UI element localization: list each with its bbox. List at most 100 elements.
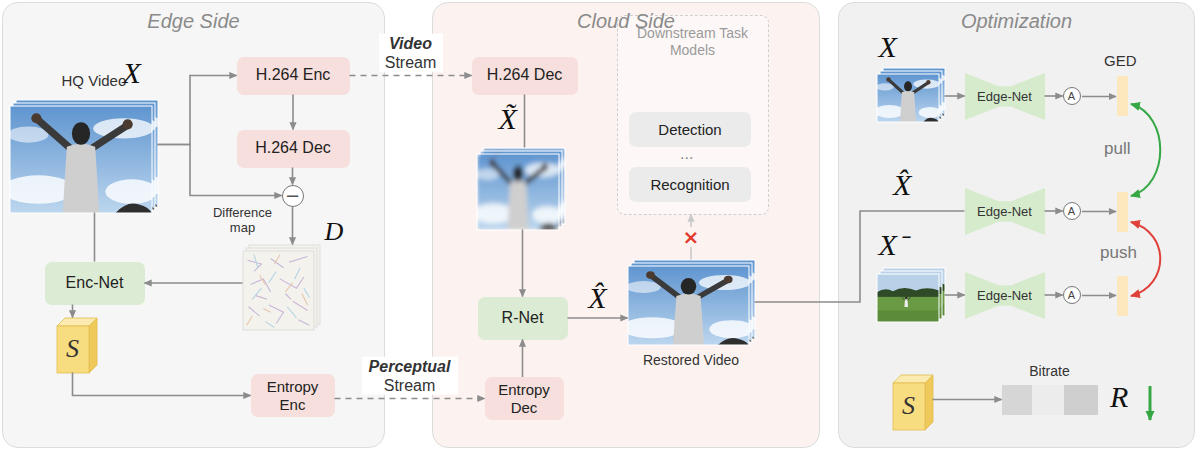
- text-holder: Entropy Enc: [256, 378, 330, 413]
- label-holder: GED: [1104, 52, 1137, 69]
- text-holder: −: [285, 187, 300, 205]
- frame-edge: [877, 74, 939, 122]
- operator-circle: −: [282, 185, 304, 207]
- art-use: [877, 274, 939, 322]
- video-frame: [621, 266, 754, 345]
- embedding-bar: [1117, 76, 1128, 116]
- cube-side: [925, 375, 933, 430]
- flow-arrow: [524, 95, 526, 148]
- frame-edge: [877, 274, 939, 322]
- pool-arrow: [1082, 295, 1116, 297]
- process-box: Entropy Dec: [485, 377, 564, 420]
- text-holder: Edge-Net: [977, 205, 1032, 218]
- process-box: Recognition: [629, 167, 751, 202]
- process-box: Enc-Net: [45, 262, 145, 305]
- network-label: Edge-Net: [977, 205, 1032, 218]
- panel-title: Optimization: [839, 3, 1194, 33]
- task-group: Downstream Task ModelsDetectionRecogniti…: [617, 15, 769, 215]
- feature-cube: S: [57, 318, 97, 373]
- text-holder: Optimization: [839, 3, 1194, 33]
- flow-arrow: [94, 213, 96, 262]
- free-label: R: [1110, 380, 1128, 413]
- text-holder: R-Net: [502, 309, 544, 327]
- flow-arrow: [568, 317, 628, 319]
- bowtie-shape: [965, 272, 1045, 319]
- text-holder: Cloud Side: [433, 3, 819, 33]
- bar-segment: [1032, 385, 1064, 415]
- operator-symbol: −: [285, 187, 300, 205]
- operator-circle: A: [1063, 202, 1081, 220]
- field-frame: [877, 274, 939, 322]
- frame-edge: [243, 251, 314, 330]
- frame-edge: [628, 266, 749, 345]
- edge-label: Perceptual Stream: [362, 356, 458, 394]
- text-holder: Edge Side: [3, 3, 384, 33]
- box-label: Detection: [658, 121, 721, 138]
- flow-arrow: [933, 399, 1002, 401]
- text-holder: H.264 Dec: [487, 66, 563, 84]
- label-holder: push: [1100, 244, 1137, 263]
- flow-arrow: [145, 282, 243, 284]
- text-holder: X̃: [499, 102, 517, 135]
- cube-front: [893, 383, 925, 430]
- video-frame: [472, 154, 562, 230]
- box-label: Enc-Net: [66, 274, 124, 292]
- edge-label: Video Stream: [379, 33, 443, 71]
- bar-segment: [1002, 385, 1032, 415]
- embedding-bar: [1117, 192, 1128, 232]
- text-holder: HQ Video: [62, 72, 127, 89]
- box-label: R-Net: [502, 309, 544, 327]
- free-label: X̂: [893, 168, 911, 201]
- text-holder: A: [1068, 91, 1075, 102]
- text-holder: Enc-Net: [66, 274, 124, 292]
- text-holder: Restored Video: [628, 352, 755, 369]
- frame-edge: [477, 154, 559, 230]
- cube-side: [89, 318, 97, 373]
- process-box: Entropy Enc: [251, 374, 335, 417]
- frame-edge: [10, 106, 152, 213]
- box-label: H.264 Dec: [487, 66, 563, 84]
- symbol-label: S: [66, 336, 79, 362]
- process-box: H.264 Dec: [472, 57, 578, 95]
- process-box: R-Net: [478, 297, 568, 340]
- text-holder: S: [66, 336, 79, 362]
- difference-frame: [243, 251, 314, 330]
- text-holder: Recognition: [650, 176, 729, 193]
- operator-circle: A: [1063, 286, 1081, 304]
- text-holder: X⁻: [879, 228, 907, 261]
- process-box: Detection: [629, 112, 751, 147]
- process-box: H.264 Enc: [237, 57, 350, 95]
- art-use: [2, 106, 158, 213]
- operator-symbol: A: [1068, 91, 1075, 102]
- box-label: H.264 Dec: [255, 139, 331, 157]
- image-label: Restored Video: [628, 352, 755, 369]
- free-label: GED: [1104, 52, 1137, 69]
- flow-arrow: [292, 95, 294, 130]
- text-holder: S: [902, 393, 915, 419]
- network-label: Edge-Net: [977, 90, 1032, 103]
- text-holder: Bitrate: [1002, 363, 1098, 380]
- text-holder: Entropy Dec: [490, 381, 559, 416]
- free-label: push: [1100, 244, 1137, 263]
- side-panel: Edge Side HQ VideoX H.264 EncH.264 Dec −Dif…: [2, 2, 385, 448]
- pool-arrow: [1082, 211, 1116, 213]
- bar-segment: [1064, 385, 1098, 415]
- network-block: Edge-Net: [965, 272, 1045, 319]
- flow-arrow: [1045, 294, 1063, 296]
- bar-outline: [1002, 385, 1098, 415]
- text-holder: Difference map: [203, 205, 283, 235]
- process-box: H.264 Dec: [237, 130, 350, 168]
- label-holder: X̂: [893, 168, 911, 201]
- group-title: Downstream Task Models: [631, 25, 755, 59]
- pool-arrow: [1082, 96, 1116, 98]
- flow-arrow: [945, 95, 965, 97]
- image-label: X: [879, 30, 897, 63]
- art-use: [472, 154, 562, 230]
- video-frame: [873, 74, 941, 122]
- art-use: [873, 74, 941, 122]
- image-label: X: [123, 56, 141, 89]
- text-holder: X: [879, 30, 897, 63]
- symbol-label: S: [902, 393, 915, 419]
